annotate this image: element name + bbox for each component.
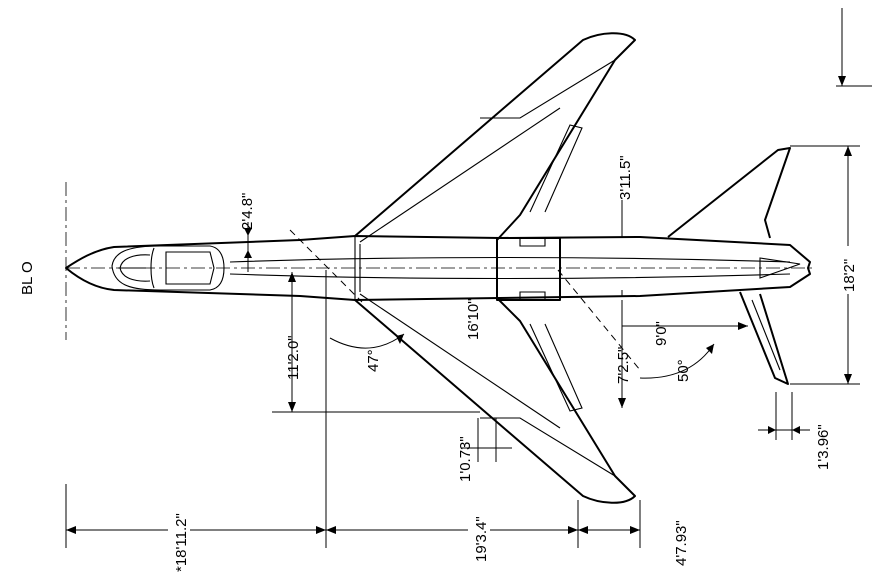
arrowhead xyxy=(738,322,748,330)
arrowhead xyxy=(326,526,336,534)
wing-lower-fence xyxy=(529,323,583,412)
dim-wing-sweep-arc xyxy=(329,333,405,349)
canopy-inner xyxy=(118,254,151,282)
arrowhead xyxy=(66,526,76,534)
fuselage-internal-line-upper xyxy=(229,256,791,263)
stabilizer-lower-hinge xyxy=(751,299,781,371)
canopy-frame xyxy=(150,247,215,289)
arrowhead xyxy=(844,374,852,384)
dim-wing-sweep: 47° xyxy=(365,349,382,372)
dim-wing-chord: 1'0.73" xyxy=(457,436,474,482)
arrowhead xyxy=(244,228,252,236)
wing-lower-flap xyxy=(480,417,616,477)
stabilizer-upper-outline xyxy=(667,147,791,239)
fuselage-internal-line-lower xyxy=(229,273,791,280)
datum-label: BL O xyxy=(19,261,36,295)
dim-wing-root: 11'2.0" xyxy=(285,335,302,380)
label-bg xyxy=(168,486,190,574)
wing-lower-outline xyxy=(354,297,636,504)
wing-lower-spar xyxy=(359,293,561,429)
arrowhead xyxy=(844,146,852,156)
dim-inboard-offset: 3'11.5" xyxy=(617,155,634,200)
fuselage-outline xyxy=(65,235,811,301)
arrowhead xyxy=(288,402,296,412)
stabilizer-lower-outline xyxy=(739,291,789,385)
sweep-ref-line-wing xyxy=(289,229,363,303)
aft-fairing-box xyxy=(496,237,561,301)
wing-upper-fence xyxy=(529,124,583,213)
arrowhead xyxy=(792,426,800,434)
arrowhead xyxy=(396,334,404,344)
arrowhead xyxy=(244,250,252,258)
arrowhead xyxy=(706,344,714,354)
dim-overall-datum: *18'11.2" xyxy=(173,513,190,572)
wing-upper-spar xyxy=(359,107,561,243)
arrowhead xyxy=(316,526,326,534)
canopy-outline xyxy=(111,245,225,291)
arrowhead xyxy=(768,426,776,434)
dim-stab-tip: 1'3.96" xyxy=(815,424,832,470)
label-bg xyxy=(468,492,490,564)
dim-stab-root-2: 9'0" xyxy=(653,321,670,346)
aft-fairing-detail xyxy=(519,238,546,300)
dim-fuselage-height: 2'4.8" xyxy=(239,193,256,230)
arrowhead xyxy=(630,526,640,534)
nozzle-detail xyxy=(759,257,801,279)
arrowhead xyxy=(568,526,578,534)
wing-upper-outline xyxy=(354,32,636,241)
dim-stab-span: 18'2" xyxy=(841,259,858,292)
arrowhead xyxy=(838,76,846,86)
dim-fuselage-segment: 16'10" xyxy=(465,298,482,340)
sweep-ref-line-stab xyxy=(557,269,641,371)
dim-stab-root: 7'2.5" xyxy=(615,347,632,384)
label-bg xyxy=(838,246,858,294)
arrowhead xyxy=(288,272,296,282)
dim-wing-tip-extension: 4'7.93" xyxy=(673,520,690,566)
arrowhead xyxy=(618,398,626,408)
dim-stab-sweep: 50° xyxy=(675,359,692,382)
wing-glove xyxy=(354,236,361,300)
arrowhead xyxy=(578,526,588,534)
wing-upper-flap xyxy=(480,59,616,119)
dim-wing-span-main: 19'3.4" xyxy=(473,516,490,562)
